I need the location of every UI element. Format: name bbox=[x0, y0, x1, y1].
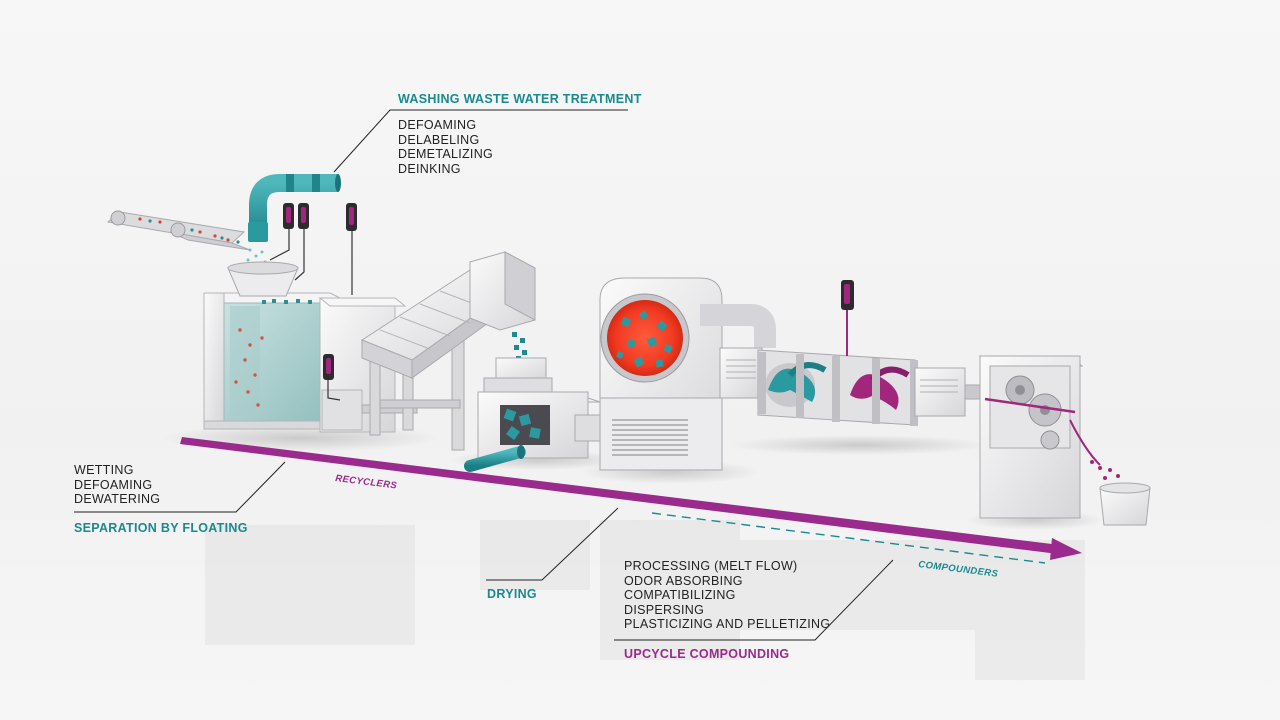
heater-unit bbox=[599, 277, 776, 471]
washing-stage-title: WASHING WASTE WATER TREATMENT bbox=[398, 92, 642, 106]
compounders-dashed-line bbox=[651, 512, 1046, 564]
process-arrow[interactable] bbox=[180, 437, 1082, 564]
input-conveyor bbox=[106, 210, 251, 251]
compounding-item: PROCESSING (MELT FLOW) bbox=[624, 559, 798, 573]
floating-item: WETTING bbox=[74, 463, 134, 477]
washing-item: DEINKING bbox=[398, 161, 461, 176]
process-arrow-head bbox=[1050, 538, 1082, 560]
washing-water-pipe bbox=[246, 174, 341, 264]
compounding-item: COMPATIBILIZING bbox=[624, 588, 736, 603]
compounding-item: PLASTICIZING AND PELLETIZING bbox=[624, 617, 831, 632]
compounding-item: DISPERSING bbox=[624, 602, 705, 617]
barrel-rings bbox=[758, 352, 918, 426]
pelletizer bbox=[978, 355, 1151, 526]
washing-stage-items: DEFOAMING DELABELING DEMETALIZING DEINKI… bbox=[398, 118, 493, 176]
floor-reflection bbox=[205, 520, 1085, 680]
washing-item: DEMETALIZING bbox=[398, 147, 494, 162]
drying-stage-title: DRYING bbox=[487, 587, 537, 601]
plastic-flakes bbox=[616, 310, 673, 368]
extruder bbox=[719, 280, 986, 426]
dryer-box bbox=[477, 391, 606, 459]
floating-tank bbox=[203, 261, 356, 430]
floating-stage-items: WETTING DEFOAMING DEWATERING bbox=[74, 463, 160, 507]
leader-lines bbox=[74, 109, 894, 641]
washing-item: DEFOAMING bbox=[398, 118, 477, 132]
washing-item: DELABELING bbox=[398, 132, 480, 147]
compounding-item: ODOR ABSORBING bbox=[624, 573, 743, 588]
compounding-stage-title: UPCYCLE COMPOUNDING bbox=[624, 647, 790, 661]
washing-sensors bbox=[269, 203, 357, 295]
floating-stage-title: SEPARATION BY FLOATING bbox=[74, 521, 248, 535]
process-arrow-shaft bbox=[180, 437, 1060, 554]
compounding-stage-items: PROCESSING (MELT FLOW) ODOR ABSORBING CO… bbox=[624, 559, 830, 632]
discharge-pipe bbox=[464, 445, 526, 472]
floating-item: DEFOAMING bbox=[74, 477, 153, 492]
floating-item: DEWATERING bbox=[74, 492, 161, 507]
